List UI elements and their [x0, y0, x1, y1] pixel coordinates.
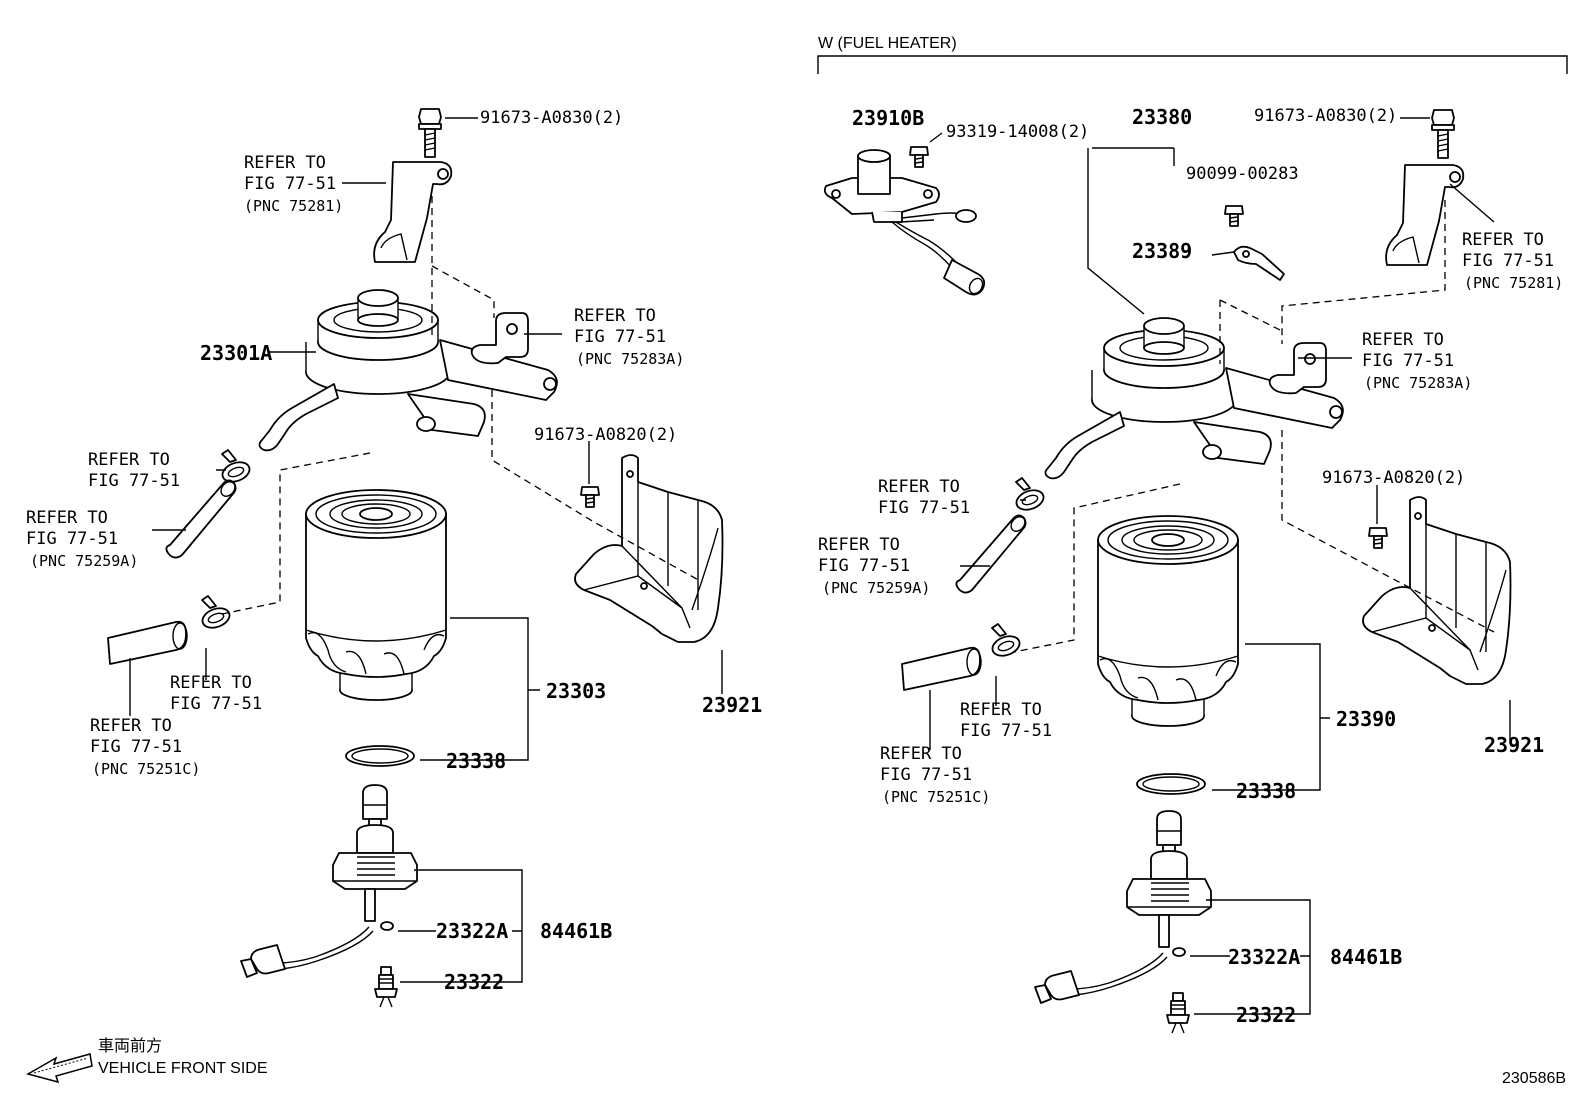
ref-right-clamp-small-2: FIG 77-51 [878, 498, 971, 518]
ref-right-plate-1: REFER TO [1362, 330, 1444, 350]
sensor-right [1034, 810, 1212, 1004]
clamp-low-right [988, 623, 1024, 661]
callout-left-bolt-top: 91673-A0830(2) [480, 108, 624, 128]
oring-right [1172, 947, 1186, 957]
callout-right-bolt-bracket: 91673-A0820(2) [1322, 468, 1466, 488]
ref-left-plate-2: FIG 77-51 [574, 327, 667, 347]
ref-right-clip-top-3: (PNC 75281) [1464, 274, 1564, 292]
ref-left-hose-small-3: (PNC 75259A) [30, 552, 139, 570]
ref-left-clip-top-1: REFER TO [244, 153, 326, 173]
right-assembly [823, 109, 1512, 1034]
bracket-right [1362, 496, 1512, 685]
callout-right-sensor-assy: 84461B [1330, 945, 1403, 969]
callout-left-bolt-bracket: 91673-A0820(2) [534, 425, 678, 445]
callout-right-plug: 23322 [1236, 1003, 1297, 1027]
callout-right-head-assy: 23380 [1132, 105, 1193, 129]
filter-left [305, 489, 447, 701]
ref-left-hose-small-1: REFER TO [26, 508, 108, 528]
callout-left-filter: 23303 [546, 679, 607, 703]
figure-id: 230586B [1502, 1070, 1567, 1087]
ref-right-hose-small-3: (PNC 75259A) [822, 579, 931, 597]
sensor-left [240, 784, 418, 978]
bolt-bracket-right [1368, 527, 1388, 549]
ref-right-clip-top-2: FIG 77-51 [1462, 251, 1555, 271]
left-assembly [107, 108, 724, 1008]
ref-left-hose-small-2: FIG 77-51 [26, 529, 119, 549]
callout-left-gasket: 23338 [446, 749, 507, 773]
ref-right-plate-2: FIG 77-51 [1362, 351, 1455, 371]
callout-left-oring: 23322A [436, 919, 509, 943]
filter-right [1097, 515, 1239, 727]
ref-left-clamp-small-1: REFER TO [88, 450, 170, 470]
screw-terminal [1224, 205, 1244, 227]
ref-right-hose-low-3: (PNC 75251C) [882, 788, 991, 806]
clamp-small-right [1012, 477, 1048, 515]
ref-left-hose-low-2: FIG 77-51 [90, 737, 183, 757]
oring-left [380, 921, 394, 931]
clamp-low-left [198, 595, 234, 633]
hose-low-right [901, 646, 982, 691]
clamp-small-left [218, 449, 254, 487]
ref-left-clamp-low-1: REFER TO [170, 673, 252, 693]
callout-left-bracket: 23921 [702, 693, 763, 717]
hose-small-right [955, 513, 1029, 594]
bolt-bracket-left [580, 486, 600, 508]
terminal [1233, 245, 1285, 281]
ref-left-clip-top-3: (PNC 75281) [244, 197, 344, 215]
ref-right-hose-small-2: FIG 77-51 [818, 556, 911, 576]
plug-left [374, 966, 398, 1008]
heater-variant-label: W (FUEL HEATER) [818, 35, 957, 52]
callout-right-terminal: 23389 [1132, 239, 1193, 263]
ref-left-clip-top-2: FIG 77-51 [244, 174, 337, 194]
callout-right-oring: 23322A [1228, 945, 1301, 969]
bolt-top-left [418, 108, 442, 158]
callout-right-heater: 23910B [852, 106, 925, 130]
bracket-left [574, 454, 724, 643]
ref-right-hose-low-2: FIG 77-51 [880, 765, 973, 785]
ref-right-hose-low-1: REFER TO [880, 744, 962, 764]
callout-right-bracket: 23921 [1484, 733, 1545, 757]
ref-left-hose-low-3: (PNC 75251C) [92, 760, 201, 778]
heater-variant-bracket [817, 55, 1568, 74]
callout-left-head: 23301A [200, 341, 273, 365]
callout-right-screw-terminal: 90099-00283 [1186, 164, 1299, 184]
callout-left-sensor-assy: 84461B [540, 919, 613, 943]
plate-left [470, 312, 529, 365]
screw-heater [909, 146, 929, 168]
plug-right [1166, 992, 1190, 1034]
ref-right-clamp-low-1: REFER TO [960, 700, 1042, 720]
callout-right-bolt-top: 91673-A0830(2) [1254, 106, 1398, 126]
callout-right-filter: 23390 [1336, 707, 1397, 731]
clip-top-left [373, 161, 453, 263]
ref-right-hose-small-1: REFER TO [818, 535, 900, 555]
ref-left-hose-low-1: REFER TO [90, 716, 172, 736]
ref-right-clip-top-1: REFER TO [1462, 230, 1544, 250]
plate-right [1268, 342, 1327, 395]
ref-left-plate-1: REFER TO [574, 306, 656, 326]
clip-top-right [1385, 164, 1465, 266]
direction-label: VEHICLE FRONT SIDE [98, 1060, 268, 1077]
heater-sensor [823, 149, 987, 297]
vehicle-front-arrow-icon [27, 1053, 93, 1083]
hose-low-left [107, 620, 188, 665]
ref-left-plate-3: (PNC 75283A) [576, 350, 685, 368]
callout-right-screw-heater: 93319-14008(2) [946, 122, 1090, 142]
bolt-top-right [1431, 109, 1455, 159]
callout-left-plug: 23322 [444, 970, 505, 994]
callout-right-gasket: 23338 [1236, 779, 1297, 803]
direction-label-jp: 車両前方 [98, 1038, 163, 1055]
ref-right-clamp-small-1: REFER TO [878, 477, 960, 497]
ref-left-clamp-low-2: FIG 77-51 [170, 694, 263, 714]
filter-head-right [1044, 317, 1344, 480]
ref-left-clamp-small-2: FIG 77-51 [88, 471, 181, 491]
ref-right-clamp-low-2: FIG 77-51 [960, 721, 1053, 741]
ref-right-plate-3: (PNC 75283A) [1364, 374, 1473, 392]
